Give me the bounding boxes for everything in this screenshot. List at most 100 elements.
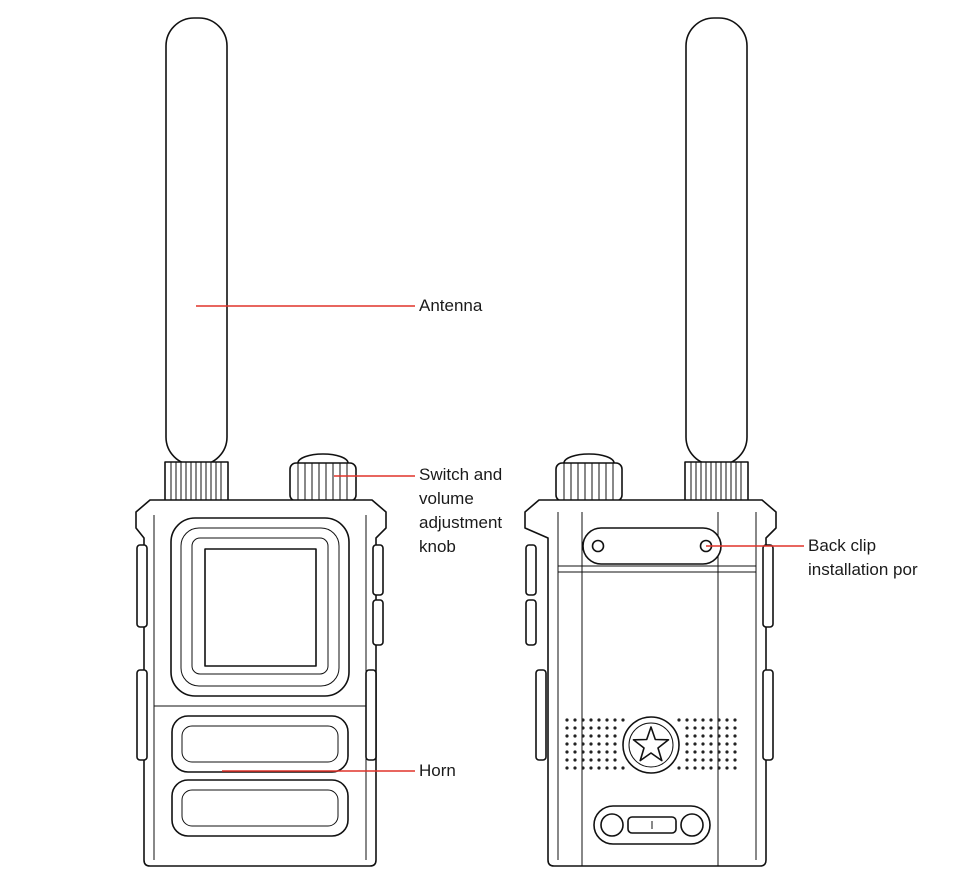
speaker-hole [581,734,585,738]
speaker-hole [717,750,721,754]
speaker-hole [565,758,569,762]
speaker-hole [733,766,737,770]
speaker-hole [733,718,737,722]
speaker-hole [685,726,689,730]
speaker-hole [693,750,697,754]
front-antenna [164,17,229,503]
speaker-hole [573,726,577,730]
speaker-hole [709,718,713,722]
speaker-hole [581,718,585,722]
speaker-hole [573,758,577,762]
speaker-hole [581,766,585,770]
speaker-hole [685,758,689,762]
front-side-key-right-lower [372,599,384,646]
speaker-hole [613,766,617,770]
speaker-hole [565,766,569,770]
speaker-hole [725,718,729,722]
front-display [204,548,317,667]
speaker-hole [565,742,569,746]
speaker-hole [597,766,601,770]
speaker-hole [613,726,617,730]
speaker-hole [717,734,721,738]
speaker-hole [725,750,729,754]
speaker-hole [717,718,721,722]
speaker-hole [693,726,697,730]
speaker-hole [613,734,617,738]
front-speaker-grill-lower [171,779,349,837]
speaker-hole [589,750,593,754]
speaker-hole [685,750,689,754]
speaker-hole [693,718,697,722]
speaker-hole [605,718,609,722]
speaker-hole [709,734,713,738]
speaker-hole [685,734,689,738]
speaker-hole [605,766,609,770]
back-clip-screw-left [591,539,605,553]
speaker-hole [597,742,601,746]
front-view [135,17,387,867]
speaker-hole [605,750,609,754]
speaker-hole [717,766,721,770]
front-side-port-right [365,669,377,761]
speaker-hole [709,742,713,746]
speaker-hole [613,718,617,722]
knob-label-line-3: adjustment [419,513,503,532]
back-side-port-right [762,669,774,761]
back-side-port-left [535,669,547,761]
speaker-hole [685,766,689,770]
speaker-hole [677,718,681,722]
speaker-hole [733,742,737,746]
speaker-hole [597,734,601,738]
back-side-key-right [762,544,774,628]
speaker-hole [733,726,737,730]
speaker-hole [725,726,729,730]
speaker-hole [685,742,689,746]
knob-label-line-2: volume [419,489,474,508]
knob-label-line-1: Switch and [419,465,503,484]
speaker-hole [589,758,593,762]
speaker-hole [701,766,705,770]
back-side-key-left-upper [525,544,537,596]
speaker-hole [581,742,585,746]
speaker-hole [589,726,593,730]
speaker-hole [701,734,705,738]
back-speaker-holes [565,718,737,770]
speaker-hole [565,726,569,730]
antenna-label: Antenna [419,296,483,315]
speaker-hole [733,750,737,754]
speaker-hole [725,766,729,770]
speaker-hole [693,766,697,770]
speaker-hole [605,726,609,730]
speaker-hole [701,718,705,722]
speaker-hole [565,734,569,738]
speaker-hole [613,750,617,754]
speaker-hole [685,718,689,722]
speaker-hole [589,718,593,722]
speaker-hole [589,742,593,746]
speaker-hole [733,734,737,738]
front-speaker-grill-upper [171,715,349,773]
speaker-hole [701,758,705,762]
speaker-hole [605,734,609,738]
speaker-hole [605,742,609,746]
speaker-hole [693,758,697,762]
speaker-hole [589,734,593,738]
speaker-hole [709,750,713,754]
speaker-hole [701,742,705,746]
horn-label: Horn [419,761,456,780]
speaker-hole [725,742,729,746]
speaker-hole [573,750,577,754]
speaker-hole [717,758,721,762]
speaker-hole [581,726,585,730]
back-knob [555,453,623,502]
front-side-key-right-upper [372,544,384,596]
speaker-hole [573,766,577,770]
front-knob [289,453,357,502]
speaker-hole [677,766,681,770]
speaker-hole [597,750,601,754]
speaker-hole [733,758,737,762]
front-side-port-left [136,669,148,761]
speaker-hole [605,758,609,762]
back-view [524,17,777,867]
